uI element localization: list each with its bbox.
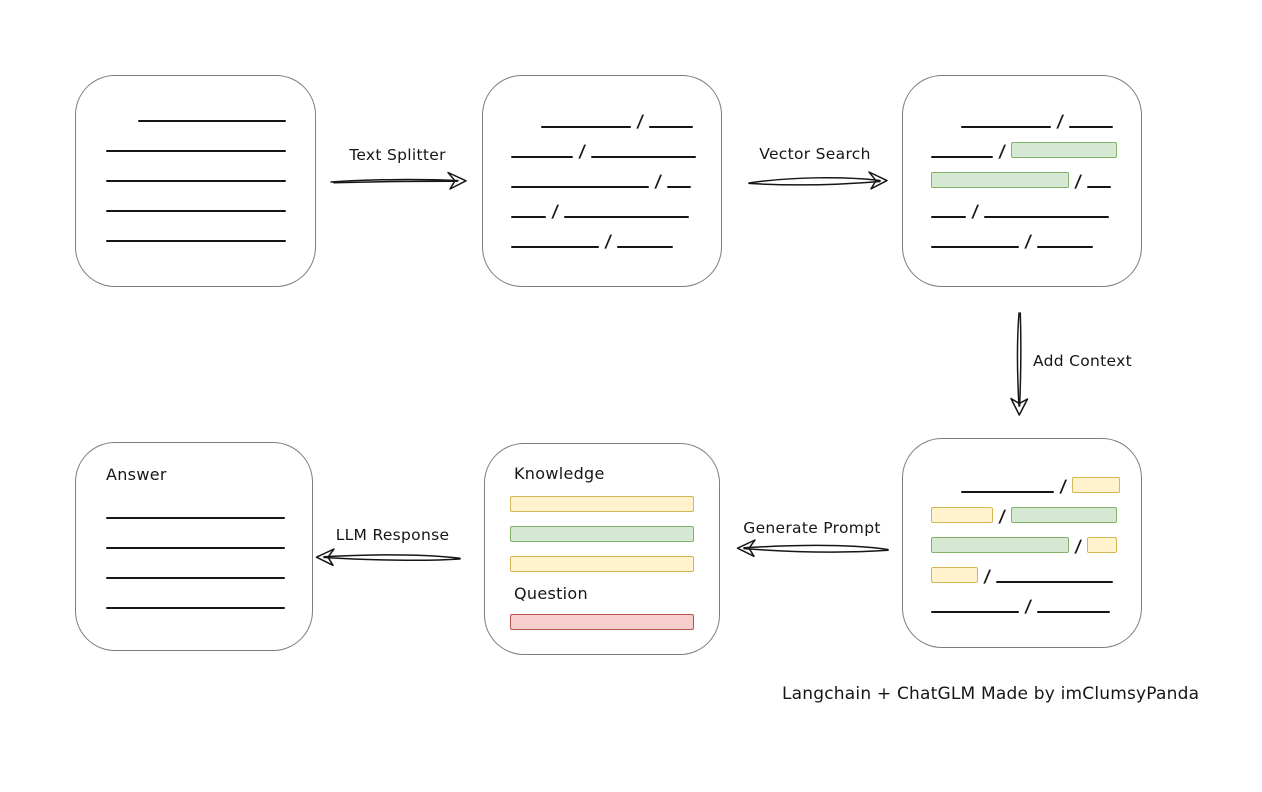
content-row: / bbox=[931, 583, 1120, 617]
content-row: / bbox=[511, 128, 697, 162]
content-row: / bbox=[931, 218, 1117, 252]
generate-prompt-label: Generate Prompt bbox=[743, 519, 881, 537]
text-line bbox=[649, 126, 694, 128]
text-line bbox=[106, 210, 286, 212]
credit-caption: Langchain + ChatGLM Made by imClumsyPand… bbox=[782, 684, 1200, 704]
text-line bbox=[106, 577, 285, 579]
retrieved-box: ///// bbox=[902, 75, 1142, 287]
text-line bbox=[617, 246, 674, 248]
text-line bbox=[931, 216, 966, 218]
text-line bbox=[996, 581, 1114, 583]
add-context-arrow bbox=[1010, 312, 1029, 416]
highlight-green bbox=[1011, 142, 1118, 158]
chunks-box: ///// bbox=[482, 75, 722, 287]
yellow-bar bbox=[510, 496, 694, 512]
yellow-bar bbox=[510, 556, 694, 572]
content-row: / bbox=[931, 523, 1120, 557]
content-row: / bbox=[931, 158, 1117, 192]
text-line bbox=[564, 216, 690, 218]
text-line bbox=[511, 246, 599, 248]
retrieved-lines: ///// bbox=[931, 98, 1118, 252]
text-line bbox=[138, 120, 286, 122]
add-context-label: Add Context bbox=[1033, 352, 1132, 370]
text-line bbox=[1037, 611, 1111, 613]
content-row: / bbox=[961, 463, 1121, 497]
content-row bbox=[106, 152, 286, 182]
generate-prompt-arrow bbox=[736, 539, 889, 558]
vector-search-label: Vector Search bbox=[759, 145, 871, 163]
text-line bbox=[931, 611, 1019, 613]
content-row bbox=[106, 549, 285, 579]
content-row: / bbox=[931, 493, 1120, 527]
text-line bbox=[1037, 246, 1094, 248]
text-line bbox=[106, 547, 285, 549]
llm-response-arrow bbox=[315, 548, 461, 567]
highlight-yellow bbox=[1072, 477, 1121, 493]
text-line bbox=[106, 607, 285, 609]
context-lines: ///// bbox=[931, 463, 1121, 617]
knowledge-heading: Knowledge bbox=[514, 464, 605, 483]
llm-response-label: LLM Response bbox=[335, 526, 450, 544]
slash-separator: / bbox=[604, 232, 613, 252]
answer-box: Answer bbox=[75, 442, 313, 651]
text-line bbox=[106, 240, 286, 242]
red-bar bbox=[510, 614, 694, 630]
content-row: / bbox=[931, 128, 1118, 162]
context-box: ///// bbox=[902, 438, 1142, 648]
text-splitter-label: Text Splitter bbox=[349, 146, 446, 164]
content-row bbox=[106, 182, 286, 212]
slash-separator: / bbox=[1024, 232, 1033, 252]
vector-search-arrow bbox=[748, 171, 888, 190]
text-line bbox=[511, 186, 649, 188]
highlight-green bbox=[931, 172, 1069, 188]
text-line bbox=[961, 491, 1054, 493]
question-bars bbox=[510, 614, 694, 644]
question-heading: Question bbox=[514, 584, 588, 603]
text-line bbox=[511, 156, 573, 158]
content-row bbox=[106, 519, 285, 549]
green-bar bbox=[510, 526, 694, 542]
content-row bbox=[106, 122, 286, 152]
document-lines bbox=[106, 92, 286, 242]
text-line bbox=[106, 150, 286, 152]
answer-heading: Answer bbox=[106, 465, 167, 484]
content-row: / bbox=[511, 158, 696, 192]
content-row: / bbox=[541, 98, 696, 132]
content-row bbox=[106, 212, 286, 242]
text-line bbox=[1087, 186, 1112, 188]
text-line bbox=[931, 156, 993, 158]
text-line bbox=[106, 517, 285, 519]
text-line bbox=[984, 216, 1110, 218]
text-line bbox=[667, 186, 692, 188]
content-row: / bbox=[931, 553, 1120, 587]
content-row bbox=[138, 92, 286, 122]
text-line bbox=[541, 126, 631, 128]
answer-lines bbox=[106, 489, 285, 609]
content-row bbox=[106, 579, 285, 609]
highlight-green bbox=[931, 537, 1069, 553]
slash-separator: / bbox=[1024, 597, 1033, 617]
content-row: / bbox=[931, 188, 1117, 222]
prompt-box: Knowledge Question bbox=[484, 443, 720, 655]
highlight-yellow bbox=[931, 507, 993, 523]
content-row bbox=[106, 489, 285, 519]
highlight-yellow bbox=[1087, 537, 1118, 553]
highlight-yellow bbox=[931, 567, 978, 583]
knowledge-bars bbox=[510, 496, 694, 586]
document-box bbox=[75, 75, 316, 287]
text-line bbox=[931, 246, 1019, 248]
text-line bbox=[591, 156, 697, 158]
content-row: / bbox=[511, 218, 696, 252]
text-line bbox=[1069, 126, 1114, 128]
text-line bbox=[961, 126, 1051, 128]
text-line bbox=[511, 216, 546, 218]
text-splitter-arrow bbox=[330, 171, 467, 190]
content-row: / bbox=[511, 188, 696, 222]
text-line bbox=[106, 180, 286, 182]
highlight-green bbox=[1011, 507, 1118, 523]
chunks-lines: ///// bbox=[511, 98, 697, 252]
content-row: / bbox=[961, 98, 1117, 132]
